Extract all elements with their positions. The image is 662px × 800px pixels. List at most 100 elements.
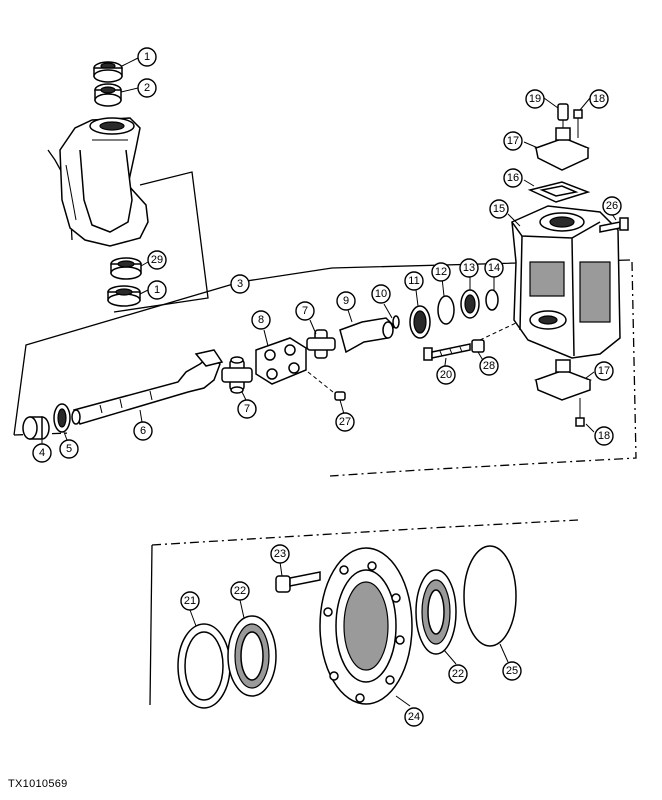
svg-text:13: 13 bbox=[463, 262, 475, 274]
bottom-group-boundary bbox=[149, 519, 579, 706]
callout-2: 2 bbox=[137, 78, 157, 98]
callout-3: 3 bbox=[230, 274, 250, 294]
cross-7-left bbox=[221, 356, 253, 394]
svg-text:9: 9 bbox=[343, 295, 349, 307]
svg-text:3: 3 bbox=[237, 278, 243, 290]
callout-9: 9 bbox=[336, 291, 356, 311]
cap-17-bottom bbox=[534, 359, 592, 401]
bearing-cone bbox=[93, 61, 123, 83]
callout-13: 13 bbox=[459, 258, 479, 278]
ring-10 bbox=[392, 315, 400, 329]
svg-text:23: 23 bbox=[274, 548, 286, 560]
svg-text:24: 24 bbox=[408, 711, 420, 723]
nut-28 bbox=[471, 339, 485, 353]
callout-5: 5 bbox=[59, 439, 79, 459]
bolt-18-bottom bbox=[575, 398, 585, 427]
axle-shaft bbox=[71, 349, 224, 425]
callout-26: 26 bbox=[602, 196, 622, 216]
svg-text:16: 16 bbox=[507, 172, 519, 184]
callout-14: 14 bbox=[484, 258, 504, 278]
callout-17-bottom: 17 bbox=[594, 361, 614, 381]
svg-text:25: 25 bbox=[506, 665, 518, 677]
callout-25: 25 bbox=[502, 661, 522, 681]
seal-11 bbox=[409, 305, 431, 339]
fitting-19 bbox=[557, 103, 569, 128]
bolt-20 bbox=[423, 343, 471, 361]
callout-15: 15 bbox=[489, 199, 509, 219]
svg-text:19: 19 bbox=[529, 93, 541, 105]
ring-14 bbox=[485, 289, 499, 311]
callout-20: 20 bbox=[436, 365, 456, 385]
callout-8: 8 bbox=[251, 310, 271, 330]
bolt-26 bbox=[599, 217, 629, 233]
bearing-13 bbox=[460, 289, 480, 319]
bearing-22-right bbox=[415, 569, 457, 655]
coupling-yoke-8 bbox=[255, 337, 307, 385]
svg-text:12: 12 bbox=[435, 266, 447, 278]
callout-29: 29 bbox=[147, 250, 167, 270]
svg-text:10: 10 bbox=[375, 288, 387, 300]
svg-text:20: 20 bbox=[440, 369, 452, 381]
callout-22-left: 22 bbox=[230, 581, 250, 601]
callout-7-right: 7 bbox=[295, 301, 315, 321]
bearing-22-left bbox=[227, 615, 277, 697]
callout-16: 16 bbox=[503, 168, 523, 188]
callout-18-bottom: 18 bbox=[594, 426, 614, 446]
svg-text:4: 4 bbox=[39, 447, 45, 459]
svg-text:1: 1 bbox=[154, 284, 160, 296]
svg-text:17: 17 bbox=[598, 365, 610, 377]
seal-21 bbox=[177, 623, 231, 709]
callout-21: 21 bbox=[180, 591, 200, 611]
callout-23: 23 bbox=[270, 544, 290, 564]
cross-7-right bbox=[306, 329, 336, 359]
knuckle-housing-15 bbox=[511, 205, 621, 359]
callout-7-left: 7 bbox=[237, 399, 257, 419]
cap-screw-23 bbox=[275, 571, 321, 593]
svg-text:18: 18 bbox=[598, 430, 610, 442]
callout-bubbles: 1 2 29 1 3 4 5 6 7 8 7 9 10 11 12 13 14 … bbox=[32, 47, 622, 727]
seal-4 bbox=[22, 416, 50, 440]
svg-text:1: 1 bbox=[144, 51, 150, 63]
svg-text:8: 8 bbox=[258, 314, 264, 326]
alignment-line-a bbox=[479, 321, 519, 341]
svg-text:17: 17 bbox=[507, 135, 519, 147]
svg-text:28: 28 bbox=[483, 360, 495, 372]
lower-bearing-cup bbox=[110, 257, 142, 280]
figure-id-label: TX1010569 bbox=[8, 778, 68, 790]
svg-text:15: 15 bbox=[493, 203, 505, 215]
callout-27: 27 bbox=[335, 412, 355, 432]
o-ring-25 bbox=[463, 545, 517, 647]
callout-4: 4 bbox=[32, 443, 52, 463]
svg-text:11: 11 bbox=[408, 275, 419, 287]
callout-22-right: 22 bbox=[448, 664, 468, 684]
svg-text:22: 22 bbox=[452, 668, 464, 680]
callout-17-top: 17 bbox=[503, 131, 523, 151]
yoke-9 bbox=[339, 317, 395, 354]
svg-text:22: 22 bbox=[234, 585, 246, 597]
bearing-cup bbox=[94, 83, 122, 107]
callout-18-top: 18 bbox=[589, 89, 609, 109]
callout-1-lower: 1 bbox=[147, 280, 167, 300]
stud-27 bbox=[307, 371, 346, 401]
svg-text:21: 21 bbox=[184, 595, 196, 607]
svg-text:26: 26 bbox=[606, 200, 618, 212]
gasket-16 bbox=[527, 181, 591, 203]
callout-19: 19 bbox=[525, 89, 545, 109]
callout-6: 6 bbox=[133, 421, 153, 441]
hub-24 bbox=[319, 547, 413, 705]
svg-text:18: 18 bbox=[593, 93, 605, 105]
cap-17-top bbox=[534, 127, 590, 171]
svg-text:29: 29 bbox=[151, 254, 163, 266]
callout-1-top: 1 bbox=[137, 47, 157, 67]
svg-text:6: 6 bbox=[140, 425, 146, 437]
callout-11: 11 bbox=[404, 271, 424, 291]
svg-text:7: 7 bbox=[302, 305, 308, 317]
svg-text:2: 2 bbox=[144, 82, 150, 94]
svg-text:27: 27 bbox=[339, 416, 351, 428]
svg-text:7: 7 bbox=[244, 403, 250, 415]
lower-bearing-cone bbox=[107, 285, 141, 307]
callout-24: 24 bbox=[404, 707, 424, 727]
spindle-housing bbox=[59, 117, 149, 247]
bolt-18-top bbox=[573, 109, 583, 138]
